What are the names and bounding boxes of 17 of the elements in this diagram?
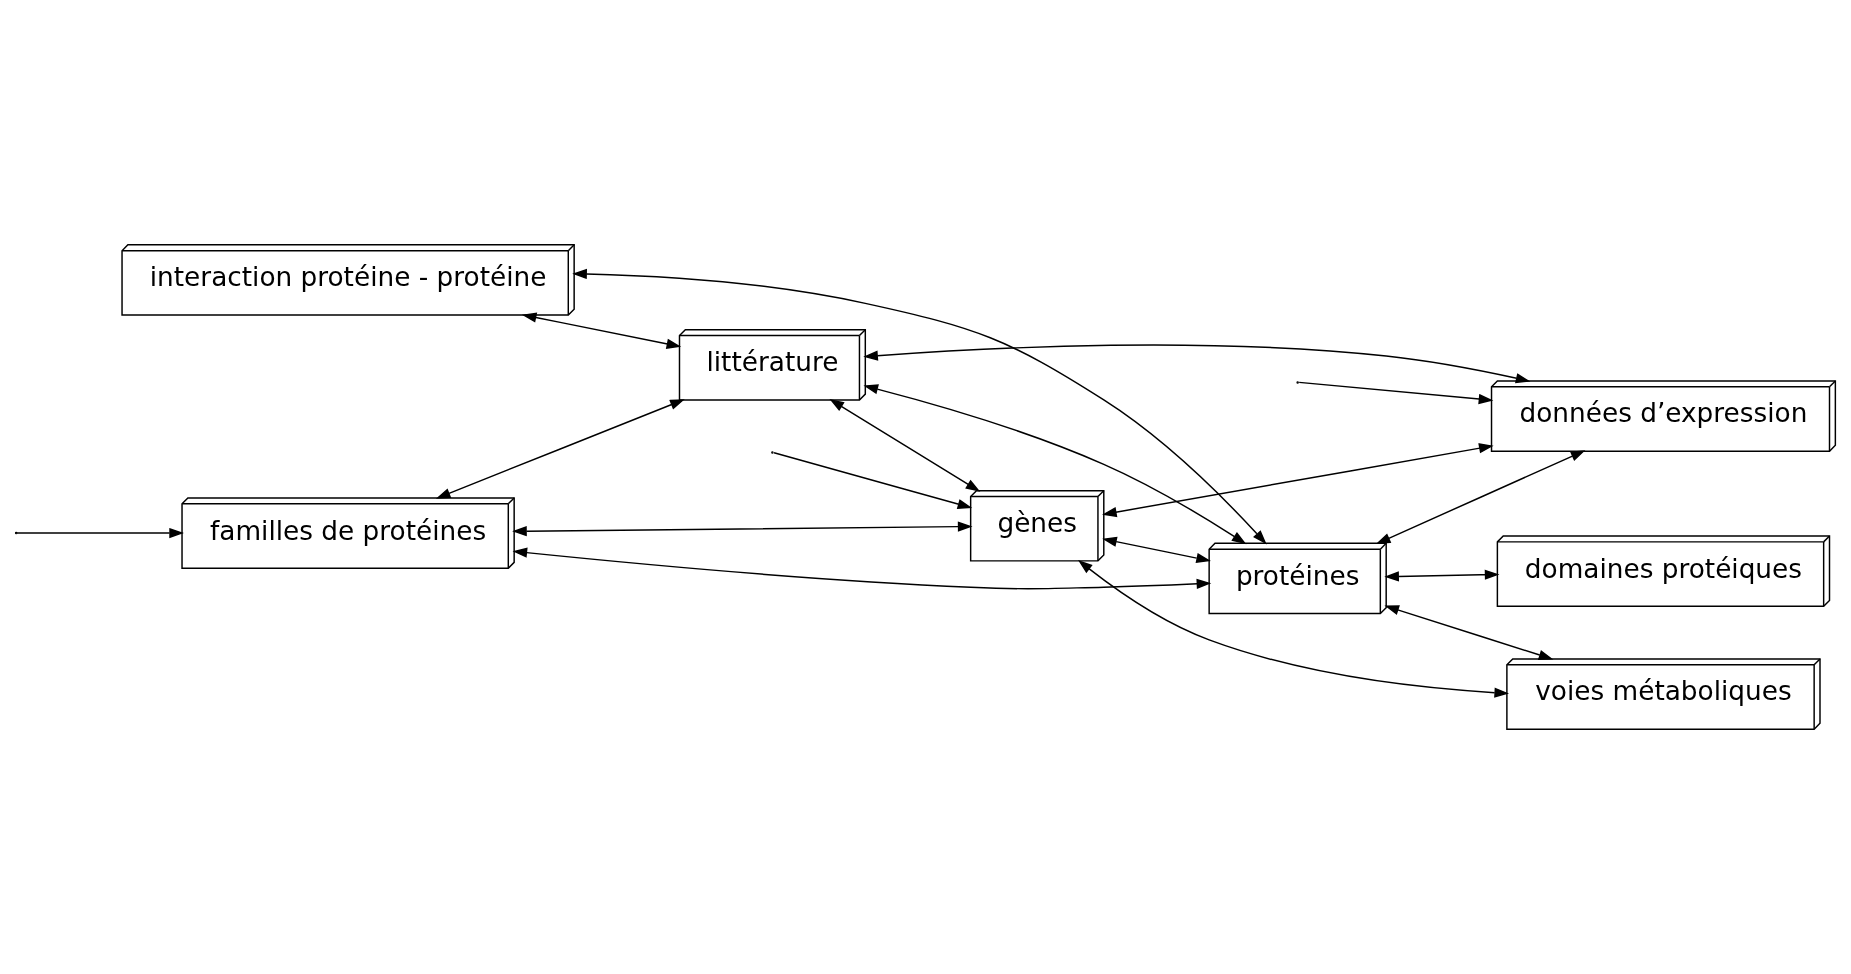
arrow bbox=[773, 451, 973, 510]
arrow bbox=[1384, 569, 1500, 582]
arrow bbox=[16, 527, 184, 539]
arrow bbox=[1078, 560, 1510, 698]
arrow bbox=[829, 399, 981, 492]
arrow bbox=[1102, 443, 1494, 518]
arrow bbox=[512, 547, 1212, 590]
arrow bbox=[512, 521, 973, 537]
arrow bbox=[863, 344, 1531, 384]
arrow bbox=[435, 399, 685, 499]
arrow bbox=[1298, 381, 1494, 405]
arrow bbox=[1375, 450, 1586, 545]
arrow bbox=[863, 384, 1247, 545]
arrow bbox=[1384, 605, 1554, 660]
arrow bbox=[572, 268, 1267, 545]
arrow bbox=[521, 312, 682, 349]
arrow bbox=[1102, 536, 1211, 564]
